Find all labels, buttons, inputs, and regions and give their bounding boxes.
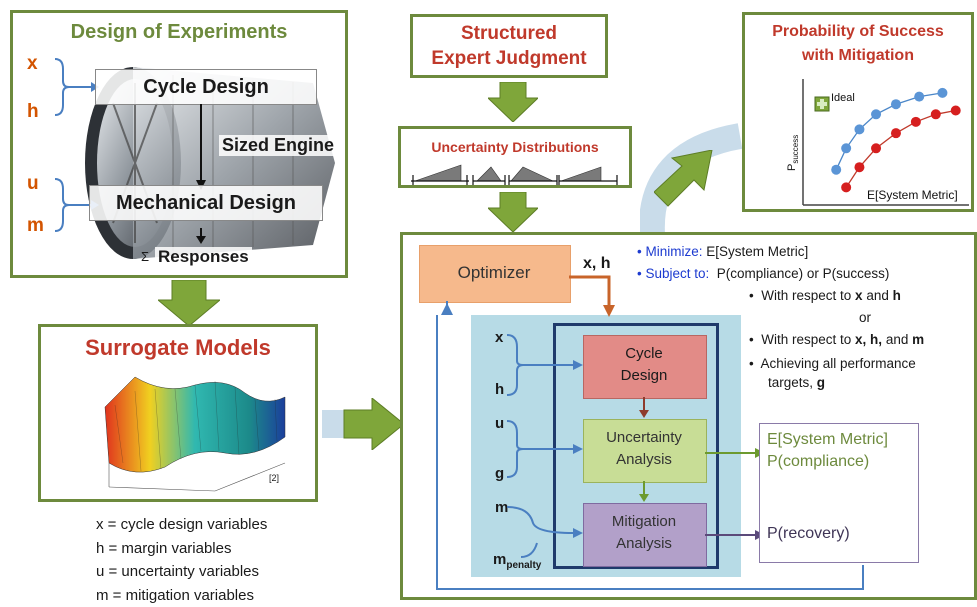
subject-line: • Subject to: P(compliance) or P(success… (637, 263, 977, 285)
arrow-surrogate-to-optimization (322, 398, 404, 450)
doe-panel: Design of Experiments x h u m Cy (10, 10, 348, 278)
expert-title-line1: Structured (413, 23, 605, 45)
legend-line-m: m = mitigation variables (96, 584, 267, 607)
doe-flow-arrow (193, 104, 209, 244)
uncertainty-distributions-panel: Uncertainty Distributions (398, 126, 632, 188)
output-compliance: P(compliance) (767, 453, 869, 471)
probability-title-line2: with Mitigation (745, 47, 971, 65)
arrow-doe-to-surrogate (158, 280, 220, 326)
bullet-1: • With respect to x and h (637, 285, 977, 307)
x-axis-label: E[System Metric] (867, 188, 958, 202)
surrogate-ref: [2] (269, 473, 279, 483)
minimize-value: E[System Metric] (706, 244, 808, 259)
output-recovery: P(recovery) (767, 525, 850, 543)
mitigation-point (891, 99, 901, 109)
subject-label: Subject to: (645, 266, 709, 281)
mitigation-point (841, 143, 851, 153)
bullet-2: • With respect to x, h, and m (637, 329, 977, 351)
doe-mechanical-design-box: Mechanical Design (89, 185, 323, 221)
variable-legend: x = cycle design variables h = margin va… (96, 513, 267, 607)
surrogate-panel: Surrogate Models [2] (38, 324, 318, 502)
y-axis-label: Psuccess (786, 135, 800, 171)
baseline-point (871, 143, 881, 153)
expert-judgment-panel: Structured Expert Judgment (410, 14, 608, 78)
arrow-distributions-to-optimization (488, 192, 538, 232)
distribution-shapes (411, 161, 621, 185)
minimize-label: Minimize: (645, 244, 702, 259)
distributions-title: Uncertainty Distributions (401, 139, 629, 155)
doe-responses: Responses (155, 247, 252, 267)
arrow-expert-to-distributions (488, 82, 538, 122)
mitigation-point (871, 109, 881, 119)
legend-line-h: h = margin variables (96, 537, 267, 561)
probability-title-line1: Probability of Success (745, 23, 971, 41)
doe-var-h: h (27, 101, 39, 123)
ideal-marker (815, 97, 829, 111)
mitigation-point (914, 92, 924, 102)
subject-value: P(compliance) or P(success) (717, 266, 890, 281)
legend-line-x: x = cycle design variables (96, 513, 267, 537)
baseline-point (854, 162, 864, 172)
baseline-point (951, 106, 961, 116)
mitigation-point (831, 165, 841, 175)
doe-var-x: x (27, 53, 38, 75)
legend-line-u: u = uncertainty variables (96, 560, 267, 584)
or-line: or (637, 307, 977, 329)
arrow-to-probability (654, 150, 716, 208)
doe-cycle-design-box: Cycle Design (95, 69, 317, 105)
minimize-line: • Minimize: E[System Metric] (637, 241, 977, 263)
ideal-label: Ideal (831, 92, 855, 104)
output-system-metric: E[System Metric] (767, 431, 888, 449)
mitigation-series-line (836, 93, 942, 170)
probability-chart: Ideal E[System Metric] Psuccess (745, 71, 971, 211)
doe-title: Design of Experiments (13, 21, 345, 44)
doe-var-u: u (27, 173, 39, 195)
baseline-point (931, 109, 941, 119)
baseline-point (891, 128, 901, 138)
doe-responses-symbol: Σ (141, 249, 149, 264)
baseline-point (911, 117, 921, 127)
probability-panel: Probability of Success with Mitigation I… (742, 12, 974, 212)
expert-title-line2: Expert Judgment (413, 48, 605, 70)
mitigation-point (854, 124, 864, 134)
surrogate-surface-plot (95, 367, 295, 495)
mitigation-point (937, 88, 947, 98)
problem-statement: • Minimize: E[System Metric] • Subject t… (637, 241, 977, 392)
doe-var-m: m (27, 215, 44, 237)
doe-sized-engine: Sized Engine (219, 135, 337, 156)
baseline-series-line (846, 111, 956, 188)
optimization-panel: Optimizer x, h Cycle Design Uncertainty … (400, 232, 977, 600)
baseline-point (841, 182, 851, 192)
surrogate-title: Surrogate Models (41, 335, 315, 361)
